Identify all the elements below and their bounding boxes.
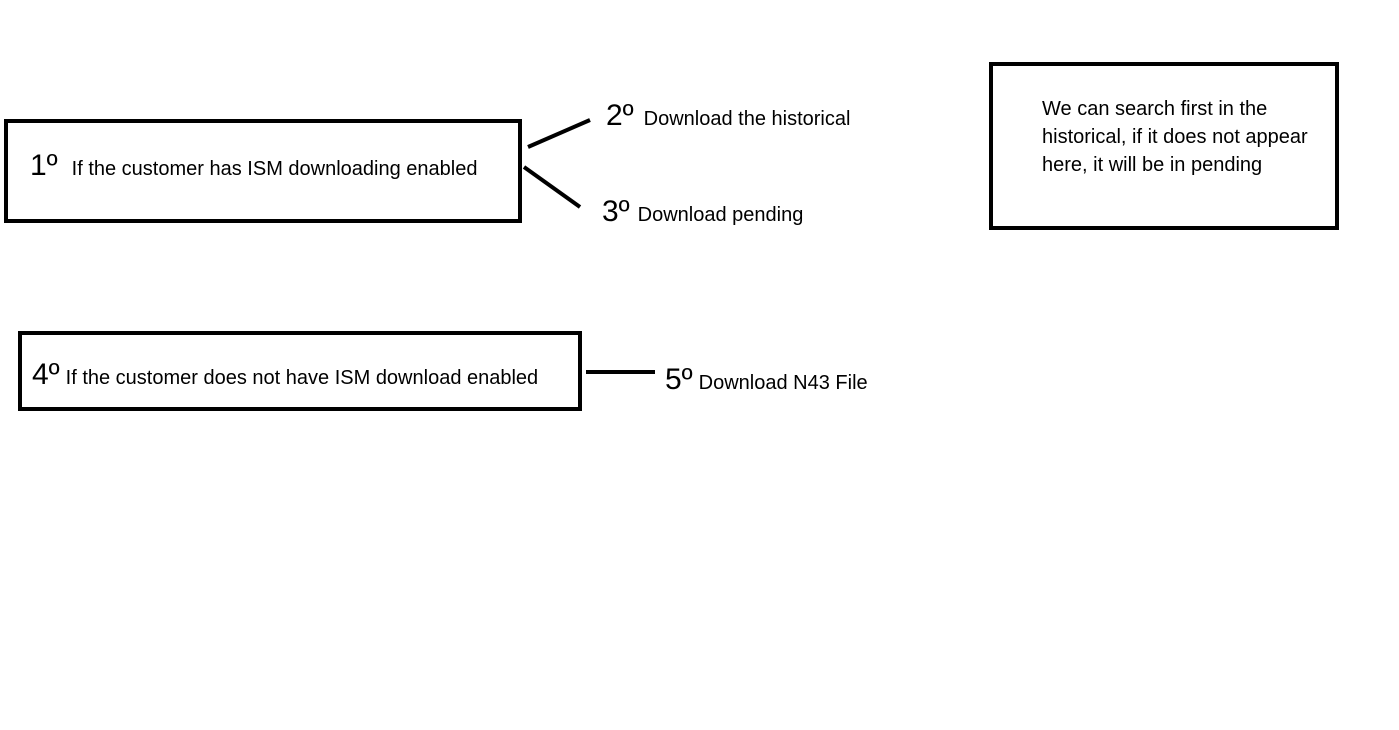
connector-1-to-2 [527, 118, 591, 149]
note-box [989, 62, 1339, 230]
connector-1-to-3 [522, 165, 582, 209]
step-4-box [18, 331, 582, 411]
step-2-number: 2º [606, 99, 634, 132]
step-4-label: If the customer does not have ISM downlo… [65, 367, 539, 389]
step-5-label: Download N43 File [698, 372, 868, 394]
step-1-number: 1º [30, 149, 58, 182]
note-text: We can search first in the historical, i… [1042, 98, 1308, 176]
step-3: 3º Download pending [602, 197, 803, 227]
step-1: 1º If the customer has ISM downloading en… [30, 151, 477, 181]
step-1-label: If the customer has ISM downloading enab… [71, 158, 478, 180]
step-3-label: Download pending [637, 204, 804, 226]
step-3-number: 3º [602, 195, 630, 228]
step-4-number: 4º [32, 358, 60, 391]
step-1-box [4, 119, 522, 223]
step-5-number: 5º [665, 363, 693, 396]
step-2-label: Download the historical [643, 108, 851, 130]
step-2: 2º Download the historical [606, 101, 850, 131]
